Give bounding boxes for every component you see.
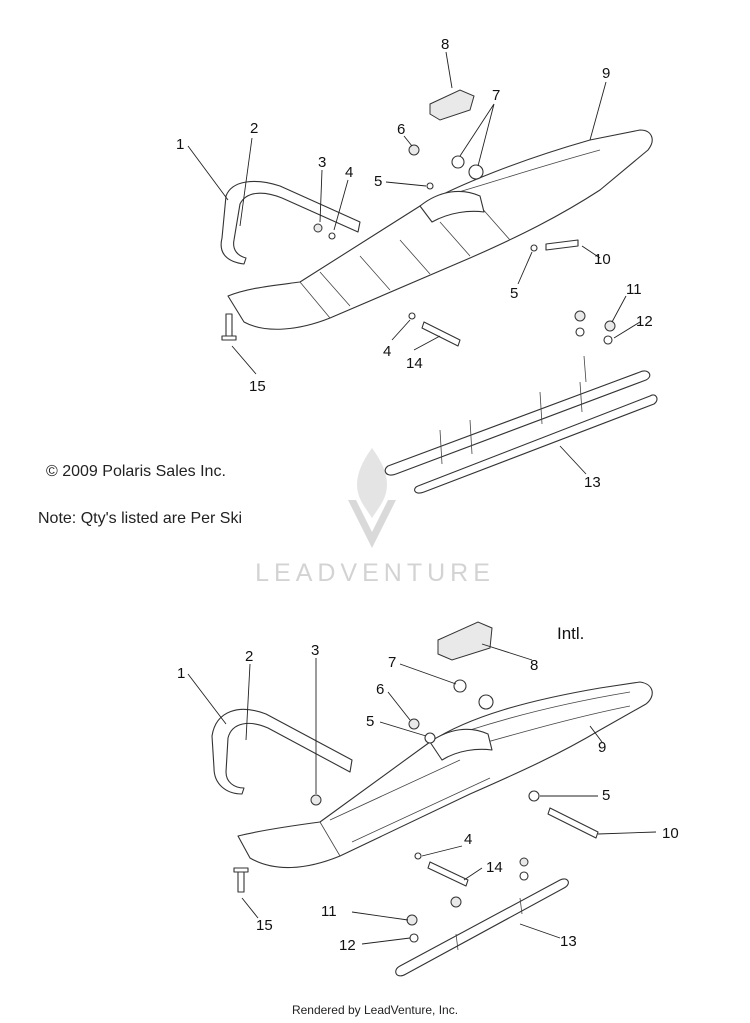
wear-bar-intl xyxy=(437,621,493,661)
callout-5b-intl: 5 xyxy=(602,787,610,804)
callout-8: 8 xyxy=(441,36,449,53)
callout-15: 15 xyxy=(249,378,266,395)
render-credit: Rendered by LeadVenture, Inc. xyxy=(291,1003,459,1017)
callout-2-intl: 2 xyxy=(245,648,253,665)
callout-4: 4 xyxy=(345,164,353,181)
callout-5b: 5 xyxy=(510,285,518,302)
callout-9-intl: 9 xyxy=(598,739,606,756)
callout-14-intl: 14 xyxy=(486,859,503,876)
callout-1-intl: 1 xyxy=(177,665,185,682)
callout-11: 11 xyxy=(626,281,642,298)
bolt xyxy=(545,239,579,251)
callout-14: 14 xyxy=(406,355,423,372)
callout-12-intl: 12 xyxy=(339,937,356,954)
ski-runner xyxy=(384,370,651,476)
callout-4-intl: 4 xyxy=(464,831,472,848)
callout-4b: 4 xyxy=(383,343,391,360)
leadventure-logo-watermark xyxy=(348,448,396,548)
callout-8-intl: 8 xyxy=(530,657,538,674)
watermark-text: LEADVENTURE xyxy=(255,559,495,587)
callout-9: 9 xyxy=(602,65,610,82)
bushing xyxy=(451,155,465,169)
callout-2: 2 xyxy=(250,120,258,137)
quantity-note: Note: Qty's listed are Per Ski xyxy=(38,510,243,527)
callout-13-intl: 13 xyxy=(560,933,577,950)
callout-5: 5 xyxy=(374,173,382,190)
ski-runner-intl xyxy=(395,878,569,977)
callout-7-intl: 7 xyxy=(388,654,396,671)
intl-ski-diagram: 1 2 3 7 8 6 5 9 5 10 4 14 11 12 13 15 xyxy=(177,621,679,977)
callout-5-intl: 5 xyxy=(366,713,374,730)
callout-13: 13 xyxy=(584,474,601,491)
callout-15-intl: 15 xyxy=(256,917,273,934)
callout-10-intl: 10 xyxy=(662,825,679,842)
ski-body-intl xyxy=(237,681,653,869)
callout-6-intl: 6 xyxy=(376,681,384,698)
wear-bar xyxy=(429,89,475,121)
ski-handle xyxy=(220,180,361,265)
nut xyxy=(408,144,420,156)
intl-label: Intl. xyxy=(557,624,585,643)
callout-12: 12 xyxy=(636,313,653,330)
callout-1: 1 xyxy=(176,136,184,153)
callout-7: 7 xyxy=(492,87,500,104)
callout-11-intl: 11 xyxy=(321,903,337,920)
callout-3: 3 xyxy=(318,154,326,171)
standard-ski-diagram: 1 2 3 4 5 6 7 8 9 10 5 11 12 4 14 15 13 xyxy=(176,36,658,494)
ski-handle-intl xyxy=(211,708,353,795)
callout-6: 6 xyxy=(397,121,405,138)
copyright-notice: © 2009 Polaris Sales Inc. xyxy=(46,463,226,480)
callout-10: 10 xyxy=(594,251,611,268)
ski-body xyxy=(227,129,653,330)
callout-3-intl: 3 xyxy=(311,642,319,659)
